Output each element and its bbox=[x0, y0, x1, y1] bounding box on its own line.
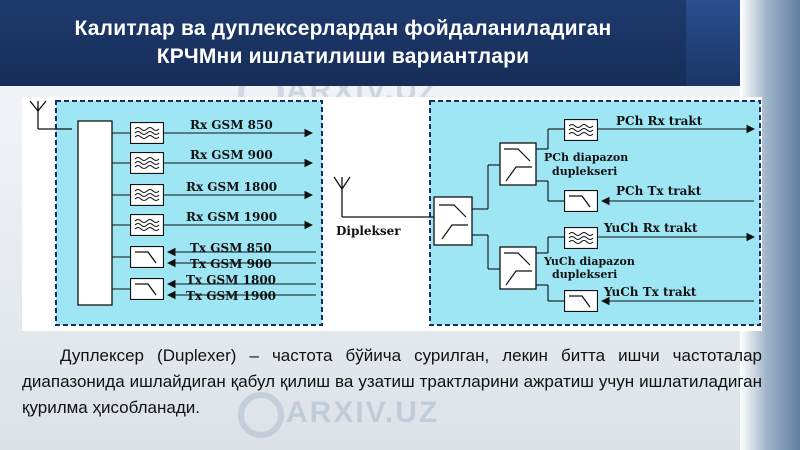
rx-gsm-1800-path bbox=[112, 184, 314, 206]
yuch-duplexer-block bbox=[499, 246, 537, 290]
rx-gsm-1800-label: Rx GSM 1800 bbox=[186, 180, 277, 194]
tx-gsm-900-label: Tx GSM 900 bbox=[190, 257, 272, 271]
rx-gsm-850-label: Rx GSM 850 bbox=[190, 118, 273, 132]
pch-tx-label: PCh Tx trakt bbox=[616, 184, 702, 198]
yuch-rx-label: YuCh Rx trakt bbox=[603, 221, 698, 235]
rx-gsm-900-path bbox=[112, 152, 314, 174]
yuch-rx-filter-icon bbox=[564, 227, 598, 249]
diplexer-label: Diplekser bbox=[336, 224, 401, 238]
description-paragraph: Дуплексер (Duplexer) – частота бўйича су… bbox=[22, 346, 762, 417]
tx-gsm-850-label: Tx GSM 850 bbox=[190, 241, 272, 255]
pch-duplexer-label-line1: PCh diapazon bbox=[544, 151, 628, 164]
tx-gsm-1800-label: Tx GSM 1800 bbox=[186, 273, 276, 287]
diplexer-block bbox=[433, 196, 473, 246]
tx-gsm-850-900-path bbox=[112, 246, 316, 268]
pch-rx-filter-icon bbox=[564, 119, 598, 141]
yuch-duplexer-label-line2: duplekseri bbox=[552, 268, 617, 281]
pch-rx-label: PCh Rx trakt bbox=[616, 114, 703, 128]
slide-title-line-1: Калитлар ва дуплексерлардан фойдаланилад… bbox=[74, 17, 612, 40]
antenna-icon bbox=[333, 176, 434, 218]
rx-gsm-1900-path bbox=[112, 214, 314, 236]
pch-tx-filter-icon bbox=[564, 190, 598, 212]
tx-gsm-1800-1900-path bbox=[112, 278, 316, 300]
block-diagram: Rx GSM 850 Rx GSM 900 Rx GSM 1800 Rx GSM… bbox=[22, 97, 762, 331]
title-accent bbox=[686, 0, 740, 86]
yuch-duplexer-label-line1: YuCh diapazon bbox=[543, 255, 635, 268]
rx-gsm-900-label: Rx GSM 900 bbox=[190, 148, 273, 162]
watermark-logo-icon bbox=[238, 392, 284, 438]
watermark-text: ARXIV.UZ bbox=[286, 396, 440, 429]
yuch-tx-filter-icon bbox=[564, 290, 598, 312]
yuch-tx-label: YuCh Tx trakt bbox=[603, 285, 697, 299]
rx-gsm-850-path bbox=[112, 122, 314, 144]
title-bar: Калитлар ва дуплексерлардан фойдаланилад… bbox=[0, 0, 686, 86]
tx-gsm-1900-label: Tx GSM 1900 bbox=[186, 289, 276, 303]
pch-duplexer-label-line2: duplekseri bbox=[552, 165, 617, 178]
antenna-icon bbox=[29, 100, 72, 130]
slide-title-line-2: КРЧМни ишлатилиши вариантлари bbox=[156, 45, 530, 68]
rx-gsm-1900-label: Rx GSM 1900 bbox=[186, 210, 277, 224]
pch-duplexer-block bbox=[499, 142, 537, 186]
multiplexer-block bbox=[77, 120, 113, 306]
